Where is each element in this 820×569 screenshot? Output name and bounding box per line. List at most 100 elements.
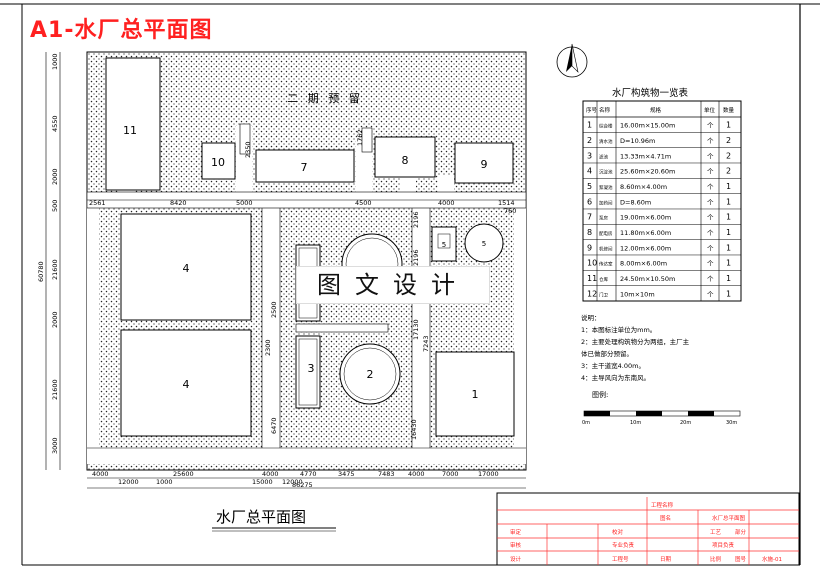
scale-bar: 0m 10m 20m 30m [582,410,741,426]
dim-bottom-1: 25600 [173,470,194,478]
tb-check: 校对 [612,528,624,536]
tb-no: 工程号 [612,555,629,563]
tb-craft: 工艺 [710,529,722,536]
schedule-cell-qty: 1 [726,289,731,298]
dim-bottom2-2: 15000 [252,478,273,486]
schedule-cell-qty: 1 [726,197,731,206]
dim-bottom-8: 17000 [478,470,499,478]
schedule-cell-no: 3 [587,151,592,160]
scale-tick-0: 0m [582,420,590,426]
schedule-cell-unit: 个 [707,214,714,222]
building-9 [454,142,514,184]
title-block [496,492,800,566]
label-11: 11 [123,124,137,137]
dim-bottom-4: 3475 [338,470,355,478]
schedule-cell-no: 7 [587,213,592,222]
tb-design: 设计 [510,555,522,563]
dim-bottom-3: 4770 [300,470,317,478]
schedule-cell-no: 10 [587,259,597,268]
schedule-cell-name: 加药间 [599,199,613,206]
schedule-cell-spec: 13.33m×4.71m [620,152,671,160]
schedule-cell-spec: 11.80m×6.00m [620,229,671,237]
schedule-cell-unit: 个 [707,183,714,191]
schedule-cell-name: 泵房 [599,215,608,222]
dim-21600b-left: 21600 [51,379,59,400]
label-5b: 5 [482,240,486,248]
tb-part: 部分 [735,528,747,536]
scale-tick-1: 10m [630,420,641,426]
dim-bottom2-3: 12000 [282,478,303,486]
th-unit: 单位 [704,106,716,114]
dim-1000-left: 1000 [51,53,59,70]
th-no: 序号 [586,106,598,114]
tb-dwg-code: 水施-01 [762,555,782,563]
schedule-cell-name: 配电房 [599,230,613,237]
label-10: 10 [211,156,225,169]
compass-north-icon [556,43,588,78]
schedule-cell-qty: 1 [726,121,731,130]
schedule-cell-spec: 12.00m×6.00m [620,244,671,252]
dim-4000: 4000 [438,199,455,207]
dim-2196: 2196 [412,211,420,228]
note-line-1: 1：本图标注单位为mm。 [581,326,657,334]
dim-2000b-left: 2000 [51,311,59,328]
schedule-cell-name: 传达室 [599,261,613,268]
schedule-cell-unit: 个 [707,260,714,268]
sheet-title: A1-水厂总平面图 [30,18,213,43]
scale-tick-2: 20m [680,420,691,426]
tb-drawing-name: 水厂总平面图 [712,514,746,522]
watermark: 图文设计 [296,266,490,304]
dim-760: 760 [504,207,516,215]
label-2: 2 [367,368,374,381]
schedule-cell-name: 沉淀池 [599,169,613,176]
schedule-cell-qty: 1 [726,243,731,252]
schedule-cell-unit: 个 [707,152,714,160]
schedule-cell-no: 5 [587,182,592,191]
schedule-cell-spec: 19.00m×6.00m [620,214,671,222]
dim-bottom2-0: 12000 [118,478,139,486]
dim-7243: 7243 [422,335,430,352]
label-9: 9 [481,158,488,171]
schedule-cell-qty: 1 [726,274,731,283]
dim-4550-left: 4550 [51,115,59,132]
dim-bottom-0: 4000 [92,470,109,478]
dim-left-total: 60780 [37,261,45,282]
dim-8420: 8420 [170,199,187,207]
schedule-cell-spec: D=8.60m [620,198,651,206]
schedule-cell-name: 滤池 [599,153,608,160]
tb-scale: 比例 [710,555,722,563]
dim-3000-left: 3000 [51,437,59,454]
schedule-cell-qty: 2 [726,167,731,176]
schedule-cell-no: 9 [587,243,592,252]
dim-16430: 16430 [410,419,418,440]
label-4b: 4 [183,378,190,391]
label-1: 1 [472,388,479,401]
th-qty: 数量 [723,106,735,114]
label-3b: 3 [308,362,315,375]
dim-2300: 2300 [264,339,272,356]
dim-4500: 4500 [355,199,372,207]
building-2 [339,343,401,405]
building-11 [105,57,161,191]
reserved-area-label: 二 期 预 留 [287,92,363,105]
building-10 [201,142,236,180]
drawing-caption: 水厂总平面图 [216,508,307,526]
tb-lead: 专业负责 [612,541,635,549]
schedule-cell-no: 2 [587,136,592,145]
schedule-cell-qty: 2 [726,136,731,145]
schedule-cell-name: 絮凝池 [599,184,613,191]
dim-bottom-5: 7483 [378,470,395,478]
schedule-cell-name: 清水池 [599,138,613,145]
th-name: 名称 [599,106,611,114]
th-spec: 规格 [650,106,662,114]
label-8: 8 [402,154,409,167]
building-3b [295,335,321,409]
building-5a [431,226,457,262]
schedule-cell-spec: 8.60m×4.00m [620,183,667,191]
building-4a [120,213,252,321]
schedule-cell-no: 8 [587,228,592,237]
schedule-cell-name: 仓库 [599,276,608,283]
note-line-2: 2：主要处理构筑物分为两组，主厂主 [581,338,690,346]
label-5a: 5 [442,241,446,249]
schedule-cell-qty: 1 [726,228,731,237]
